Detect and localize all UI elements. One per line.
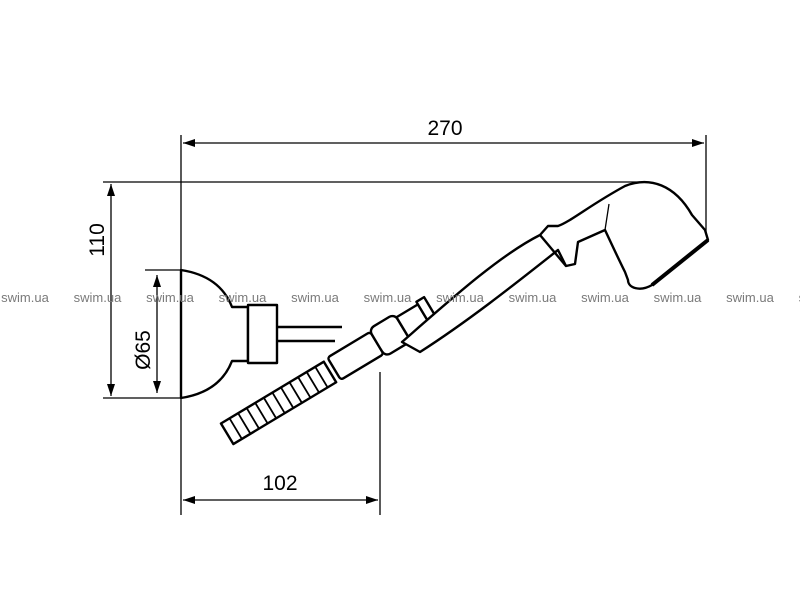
watermark-text: swim.ua <box>219 290 267 305</box>
dim-label-270: 270 <box>427 117 462 140</box>
hose-connector <box>327 295 441 380</box>
watermark-text: swim.ua <box>726 290 774 305</box>
handle-ring <box>539 234 567 267</box>
dim-label-65: Ø65 <box>132 330 155 370</box>
watermark-text: swim.ua <box>509 290 557 305</box>
shower-handle <box>400 180 710 354</box>
watermark-text: swim.ua <box>654 290 702 305</box>
bracket-block <box>246 303 279 365</box>
dim-label-110: 110 <box>86 223 109 256</box>
watermark-text: swim.ua <box>291 290 339 305</box>
watermark-text: swim.ua <box>364 290 412 305</box>
dim-label-102: 102 <box>262 472 297 495</box>
shower-hose <box>219 360 338 446</box>
bracket-arm <box>277 325 342 343</box>
watermark-text: swim.ua <box>1 290 49 305</box>
watermark-row: swim.ua swim.ua swim.ua swim.ua swim.ua swim.… <box>1 290 800 305</box>
shower-face <box>650 238 710 287</box>
head-detail-line <box>604 203 610 231</box>
watermark-text: swim.ua <box>146 290 194 305</box>
watermark-text: swim.ua <box>436 290 484 305</box>
watermark-text: swim.ua <box>581 290 629 305</box>
watermark-text: swim.ua <box>74 290 122 305</box>
watermark-text: swim.ua <box>799 290 800 305</box>
